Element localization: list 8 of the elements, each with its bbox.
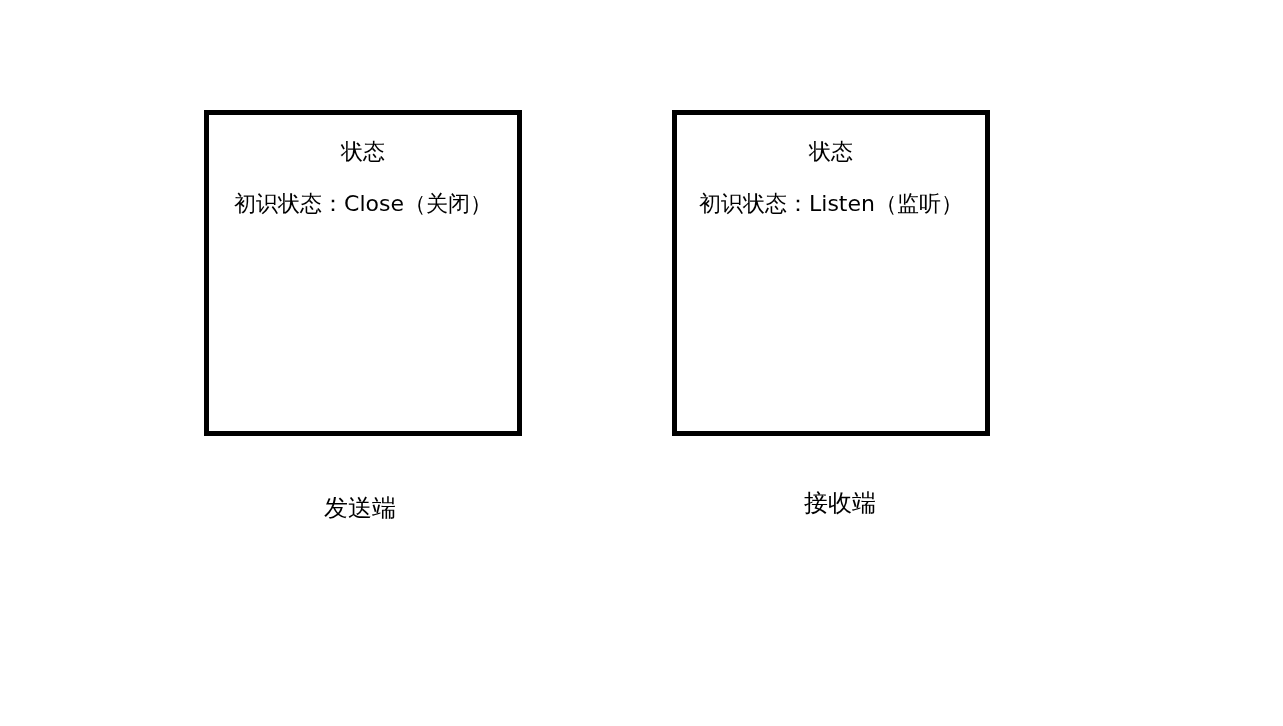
state-box (204, 110, 522, 436)
state-text: 初识状态：Close（关闭） (234, 190, 492, 218)
state-box (672, 110, 990, 436)
heading-text: 状态 (341, 138, 385, 166)
heading-text: 状态 (809, 138, 853, 166)
caption-text: 发送端 (324, 493, 396, 524)
caption-text: 接收端 (804, 488, 876, 519)
state-text: 初识状态：Listen（监听） (699, 190, 963, 218)
